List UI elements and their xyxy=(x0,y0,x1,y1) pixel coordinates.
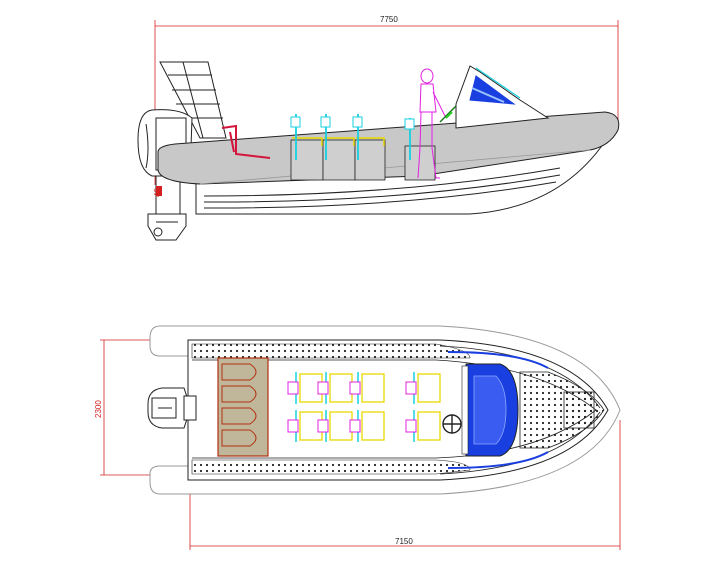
rear-bench-seat xyxy=(217,357,269,457)
overall-length-label: 7750 xyxy=(380,15,398,24)
transom-label: 40 xyxy=(153,188,162,197)
side-view: 7750 40 xyxy=(137,15,620,241)
console-side xyxy=(439,65,550,129)
console-screen xyxy=(473,375,507,445)
console-rail xyxy=(447,351,549,469)
side-deck-port xyxy=(191,343,471,359)
hull-length-label: 7150 xyxy=(395,537,413,546)
seat-boxes-side xyxy=(290,139,436,181)
radar-arch xyxy=(159,61,227,139)
outboard-engine-side xyxy=(137,109,193,241)
anchor-locker xyxy=(563,391,595,429)
side-deck-starboard xyxy=(191,459,471,475)
jockey-seats-plan xyxy=(287,372,441,442)
seat-cushions-side xyxy=(292,137,385,146)
tube-shadow-line xyxy=(199,149,591,185)
helmsman-figure xyxy=(417,68,447,179)
outboard-engine-plan xyxy=(147,387,197,429)
console-front-panel xyxy=(461,365,469,455)
steering-wheel-icon xyxy=(442,414,462,434)
plan-view: 2300 7150 xyxy=(94,325,621,550)
inflatable-tube-side xyxy=(157,111,620,185)
pilot-seat xyxy=(221,124,271,159)
bow-deck xyxy=(519,371,605,449)
seat-bolsters-side xyxy=(290,116,415,130)
beam-label: 2300 xyxy=(94,400,103,418)
